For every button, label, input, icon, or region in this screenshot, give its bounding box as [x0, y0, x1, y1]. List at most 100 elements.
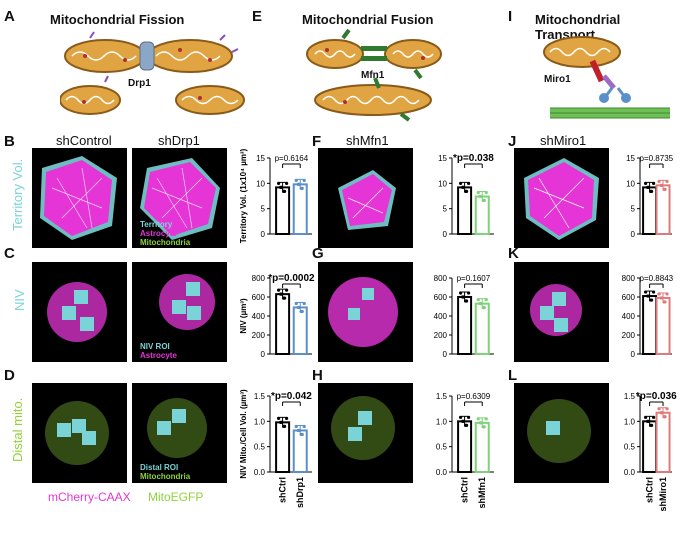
y-tick-label: 600	[252, 293, 266, 302]
data-point	[467, 415, 471, 419]
panel-letter-d: D	[4, 367, 15, 384]
data-point	[277, 181, 281, 185]
micrograph-shcontrol-distal	[32, 383, 127, 483]
y-tick-label: 200	[252, 331, 266, 340]
y-tick-label: 200	[434, 331, 448, 340]
panel-letter-e: E	[252, 8, 263, 25]
data-point	[299, 309, 303, 314]
micrograph-shmiro1-territory	[514, 148, 609, 248]
panel-letter-h: H	[312, 367, 323, 384]
y-axis-label: Territory Vol. (1x10⁴ µm³)	[239, 148, 248, 243]
data-point	[649, 189, 653, 193]
bar-shdrp1	[292, 306, 308, 355]
micrograph-shmfn1-territory	[318, 148, 413, 248]
bar-shdrp1	[292, 183, 308, 235]
y-tick-label: 10	[438, 179, 447, 188]
y-tick-label: 0.5	[254, 443, 266, 452]
data-point	[665, 407, 669, 411]
data-point	[481, 425, 485, 429]
bar-shctrl	[457, 186, 473, 235]
data-point	[644, 290, 648, 294]
micrograph-shmfn1-distal	[318, 383, 413, 483]
overlay-astrocyte: Astrocyte	[140, 229, 177, 238]
overlay-mitochondria: Mitochondria	[140, 238, 191, 247]
data-point	[652, 415, 656, 419]
data-point	[302, 301, 306, 306]
micrograph-shdrp1-niv: NIV ROI Astrocyte	[132, 262, 227, 362]
data-point	[649, 423, 653, 427]
y-tick-label: 0	[631, 230, 636, 239]
data-point	[644, 181, 648, 185]
p-value-label: p=0.8735	[640, 154, 674, 163]
p-value-label: p=0.8843	[640, 274, 674, 283]
y-tick-label: 15	[438, 154, 447, 163]
data-point	[646, 419, 650, 423]
data-point	[459, 415, 463, 419]
p-value-label: *p=0.036	[636, 391, 677, 402]
bar-shmiro1	[655, 184, 671, 235]
data-point	[481, 198, 485, 203]
data-point	[662, 187, 666, 191]
x-tick-label: shMfn1	[477, 477, 487, 509]
micrograph-shcontrol-territory	[32, 148, 127, 248]
data-point	[296, 305, 300, 310]
data-point	[644, 415, 648, 419]
p-value-label: p=0.1607	[457, 274, 491, 283]
fission-schematic: Drp1	[59, 28, 250, 123]
data-point	[652, 290, 656, 294]
bar-shmfn1	[474, 421, 490, 473]
data-point	[659, 411, 663, 415]
data-point	[459, 181, 463, 185]
data-point	[285, 181, 289, 185]
data-point	[649, 298, 653, 302]
y-tick-label: 0.5	[624, 443, 636, 452]
x-tick-label: shCtrl	[278, 477, 288, 503]
data-point	[657, 179, 661, 183]
micrograph-shdrp1-distal: Distal ROI Mitochondria	[132, 383, 227, 483]
y-axis-label: NIV (µm³)	[239, 298, 248, 334]
micrograph-shdrp1-territory: Territory Astrocyte Mitochondria	[132, 148, 227, 248]
y-tick-label: 600	[622, 293, 636, 302]
drp1-label: Drp1	[128, 78, 151, 89]
bar-shctrl	[642, 420, 658, 473]
y-axis-label: NIV Mito./Cell Vol. (µm³)	[239, 389, 248, 479]
overlay-distal-roi: Distal ROI	[140, 463, 179, 472]
panel-letter-c: C	[4, 245, 15, 262]
y-tick-label: 0	[261, 350, 266, 359]
overlay-mitochondria-distal: Mitochondria	[140, 472, 191, 481]
bar-shmiro1	[655, 411, 671, 473]
panel-letter-g: G	[312, 245, 324, 262]
y-tick-label: 400	[434, 312, 448, 321]
y-tick-label: 5	[631, 205, 636, 214]
bar-shmfn1	[474, 195, 490, 235]
panel-letter-b: B	[4, 133, 15, 150]
y-tick-label: 0.0	[624, 468, 636, 477]
micrograph-shmiro1-niv	[514, 262, 609, 362]
data-point	[302, 424, 306, 429]
bar-shctrl	[275, 186, 291, 235]
data-point	[296, 428, 300, 433]
p-value-label: *p=0.038	[453, 153, 494, 164]
panel-letter-k: K	[508, 245, 519, 262]
bar-shmiro1	[655, 296, 671, 355]
data-point	[657, 292, 661, 296]
panel-letter-f: F	[312, 133, 322, 150]
data-point	[659, 296, 663, 300]
data-point	[294, 424, 298, 429]
data-point	[285, 416, 289, 420]
data-point	[476, 298, 480, 302]
data-point	[476, 190, 480, 195]
y-tick-label: 15	[626, 154, 635, 163]
bar-shctrl	[642, 295, 658, 355]
